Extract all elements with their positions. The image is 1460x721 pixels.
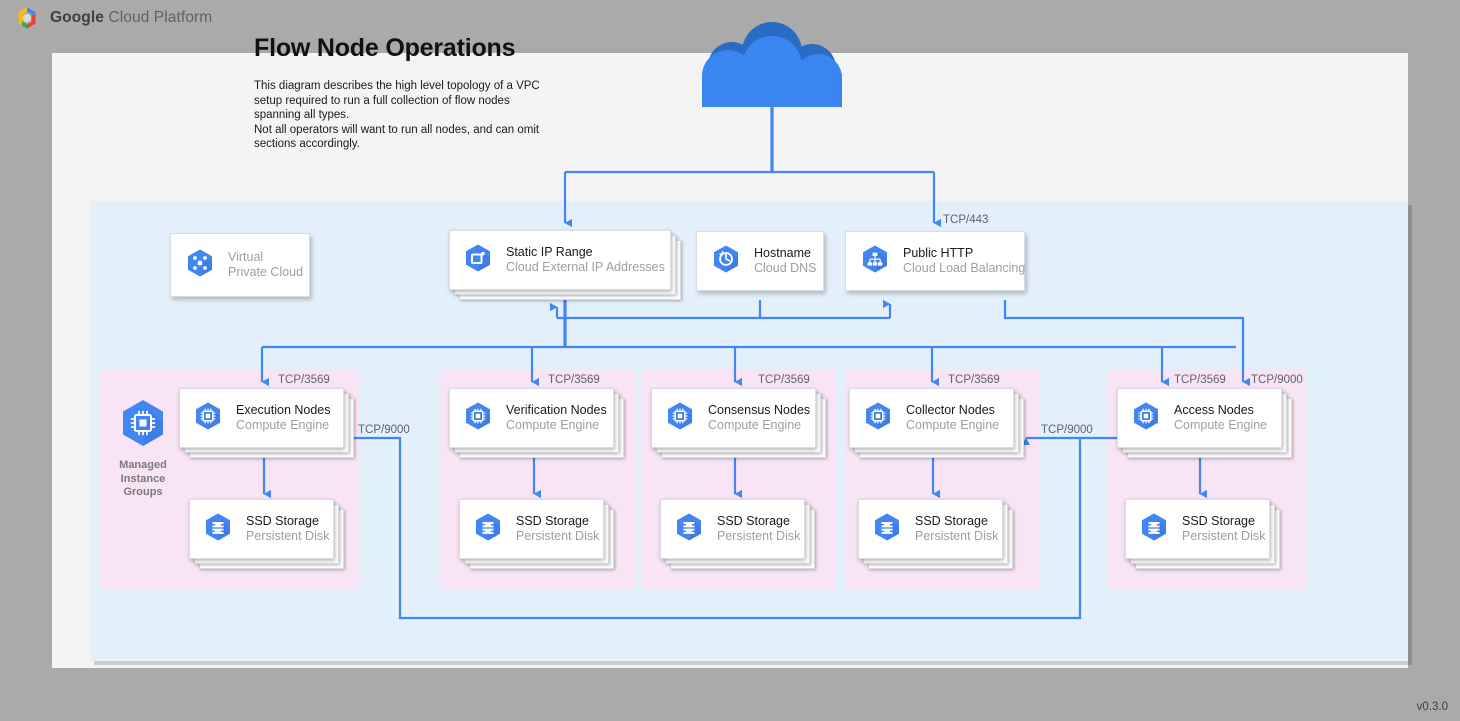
node-public-http-load-balancing[interactable]: Public HTTP Cloud Load Balancing <box>845 231 1025 291</box>
node-virtual-private-cloud[interactable]: Virtual Private Cloud <box>170 233 310 297</box>
compute-engine-icon <box>1131 401 1161 436</box>
persistent-disk-icon <box>473 512 503 547</box>
node-access-nodes[interactable]: Access Nodes Compute Engine <box>1117 388 1292 458</box>
gcp-header-bar: Google Cloud Platform <box>0 0 1460 36</box>
node-title: SSD Storage <box>516 514 589 528</box>
version-label: v0.3.0 <box>1416 701 1448 713</box>
node-title: Virtual <box>228 250 264 264</box>
edge-label-access-tcp-9000: TCP/9000 <box>1251 374 1303 386</box>
storage-execution-ssd[interactable]: SSD Storage Persistent Disk <box>189 499 344 569</box>
node-title: Execution Nodes <box>236 403 331 417</box>
node-subtitle: Persistent Disk <box>246 529 330 543</box>
node-subtitle: Cloud DNS <box>754 261 817 275</box>
storage-collector-ssd[interactable]: SSD Storage Persistent Disk <box>858 499 1013 569</box>
node-verification-nodes[interactable]: Verification Nodes Compute Engine <box>449 388 624 458</box>
edge-label-collector-tcp-3569: TCP/3569 <box>948 374 1000 386</box>
edge-label-verification-tcp-3569: TCP/3569 <box>548 374 600 386</box>
node-subtitle: Cloud External IP Addresses <box>506 260 665 274</box>
edge-label-consensus-tcp-3569: TCP/3569 <box>758 374 810 386</box>
node-title: SSD Storage <box>246 514 319 528</box>
node-title: SSD Storage <box>717 514 790 528</box>
node-subtitle: Persistent Disk <box>915 529 999 543</box>
node-hostname-cloud-dns[interactable]: Hostname Cloud DNS <box>696 231 824 291</box>
node-subtitle: Compute Engine <box>1174 418 1268 432</box>
node-subtitle: Compute Engine <box>906 418 1000 432</box>
node-title: Hostname <box>754 246 811 260</box>
page-title: Flow Node Operations <box>254 34 516 62</box>
managed-instance-groups-label: Managed Instance Groups <box>119 459 167 498</box>
cloud-load-balancing-icon <box>860 244 890 279</box>
edge-label-access-to-execution-tcp-9000: TCP/9000 <box>358 424 410 436</box>
gcp-brand-strong: Google <box>50 9 104 26</box>
edge-label-access-tcp-3569: TCP/3569 <box>1174 374 1226 386</box>
edge-label-execution-tcp-3569: TCP/3569 <box>278 374 330 386</box>
node-subtitle: Private Cloud <box>228 265 304 279</box>
persistent-disk-icon <box>674 512 704 547</box>
gcp-brand-wordmark: Google Cloud Platform <box>50 9 212 27</box>
node-title: Public HTTP <box>903 246 974 260</box>
compute-engine-icon <box>463 401 493 436</box>
node-execution-nodes[interactable]: Execution Nodes Compute Engine <box>179 388 354 458</box>
virtual-private-cloud-icon <box>185 248 215 283</box>
managed-instance-group-icon <box>118 400 168 452</box>
cloud-dns-icon <box>711 244 741 279</box>
compute-engine-icon <box>863 401 893 436</box>
node-title: SSD Storage <box>915 514 988 528</box>
compute-engine-icon <box>665 401 695 436</box>
persistent-disk-icon <box>872 512 902 547</box>
cloud-icon <box>680 22 865 110</box>
node-subtitle: Persistent Disk <box>717 529 801 543</box>
node-subtitle: Persistent Disk <box>516 529 600 543</box>
compute-engine-icon <box>193 401 223 436</box>
static-ip-range-icon <box>463 243 493 278</box>
edge-label-tcp-443: TCP/443 <box>943 214 989 226</box>
node-subtitle: Compute Engine <box>236 418 330 432</box>
node-collector-nodes[interactable]: Collector Nodes Compute Engine <box>849 388 1024 458</box>
storage-access-ssd[interactable]: SSD Storage Persistent Disk <box>1125 499 1280 569</box>
persistent-disk-icon <box>203 512 233 547</box>
node-title: Static IP Range <box>506 245 593 259</box>
node-title: Collector Nodes <box>906 403 995 417</box>
google-cloud-hexagon-logo-icon <box>14 5 40 31</box>
node-subtitle: Compute Engine <box>506 418 600 432</box>
node-static-ip-range[interactable]: Static IP Range Cloud External IP Addres… <box>449 230 681 300</box>
node-subtitle: Compute Engine <box>708 418 802 432</box>
node-consensus-nodes[interactable]: Consensus Nodes Compute Engine <box>651 388 826 458</box>
storage-verification-ssd[interactable]: SSD Storage Persistent Disk <box>459 499 614 569</box>
node-title: SSD Storage <box>1182 514 1255 528</box>
diagram-description: This diagram describes the high level to… <box>254 80 540 151</box>
managed-instance-groups-block: Managed Instance Groups <box>118 398 168 500</box>
node-title: Consensus Nodes <box>708 403 811 417</box>
node-subtitle: Persistent Disk <box>1182 529 1266 543</box>
node-subtitle: Cloud Load Balancing <box>903 261 1026 275</box>
storage-consensus-ssd[interactable]: SSD Storage Persistent Disk <box>660 499 815 569</box>
persistent-disk-icon <box>1139 512 1169 547</box>
edge-label-access-to-collector-tcp-9000: TCP/9000 <box>1041 424 1093 436</box>
node-title: Verification Nodes <box>506 403 607 417</box>
node-title: Access Nodes <box>1174 403 1254 417</box>
gcp-brand-rest: Cloud Platform <box>104 9 213 26</box>
